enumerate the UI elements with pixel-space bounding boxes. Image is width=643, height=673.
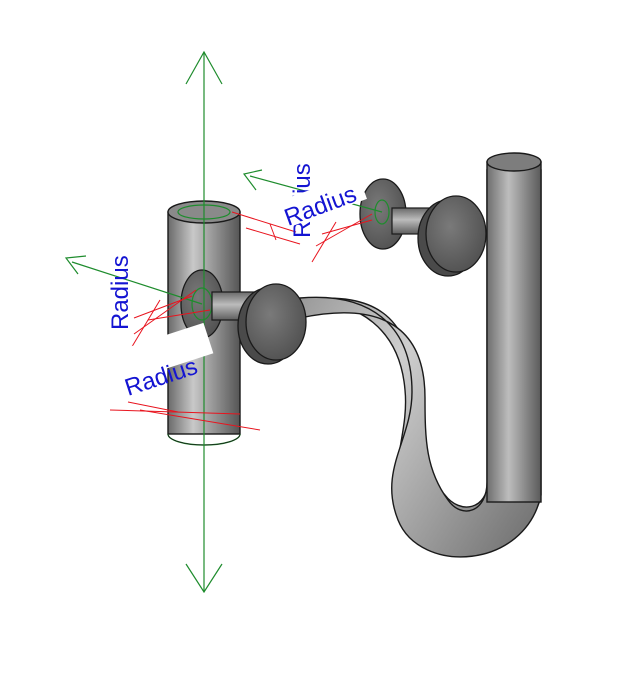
dim-line-back-3 (311, 221, 337, 263)
vertical-axis-top-arrow (185, 50, 223, 85)
dim-line-top-3 (269, 223, 277, 241)
right-riser-top (486, 152, 542, 172)
axis-left-arrow (64, 255, 87, 275)
dim-line-bottom-2 (139, 409, 261, 431)
dimension-lines (109, 211, 373, 431)
dim-line-left-4 (147, 309, 211, 321)
u-bend-pipe[interactable] (299, 152, 542, 558)
valve-back[interactable] (359, 178, 487, 277)
radius-label-vertical-left[interactable]: Radius (107, 255, 134, 330)
valve-front-handle (245, 283, 307, 361)
axis-back-arrow (242, 169, 263, 191)
dim-line-top (231, 211, 297, 233)
dim-line-left-2 (133, 295, 193, 319)
radius-label-bg (115, 322, 214, 382)
dim-line-top-2 (245, 227, 301, 245)
dim-line-left-3 (129, 299, 161, 351)
bend-tube-body (299, 169, 542, 558)
dim-line-bottom-3 (127, 401, 179, 413)
axis-left-direction (71, 261, 203, 305)
valve-back-socket-ring (374, 199, 390, 225)
radius-label-text: Radius (107, 255, 134, 330)
radius-label-bg (278, 172, 367, 228)
vertical-axis-bottom-arrow (185, 563, 223, 594)
dim-line-bottom-1 (109, 409, 241, 415)
right-riser (486, 161, 542, 503)
valve-back-handle (425, 195, 487, 273)
